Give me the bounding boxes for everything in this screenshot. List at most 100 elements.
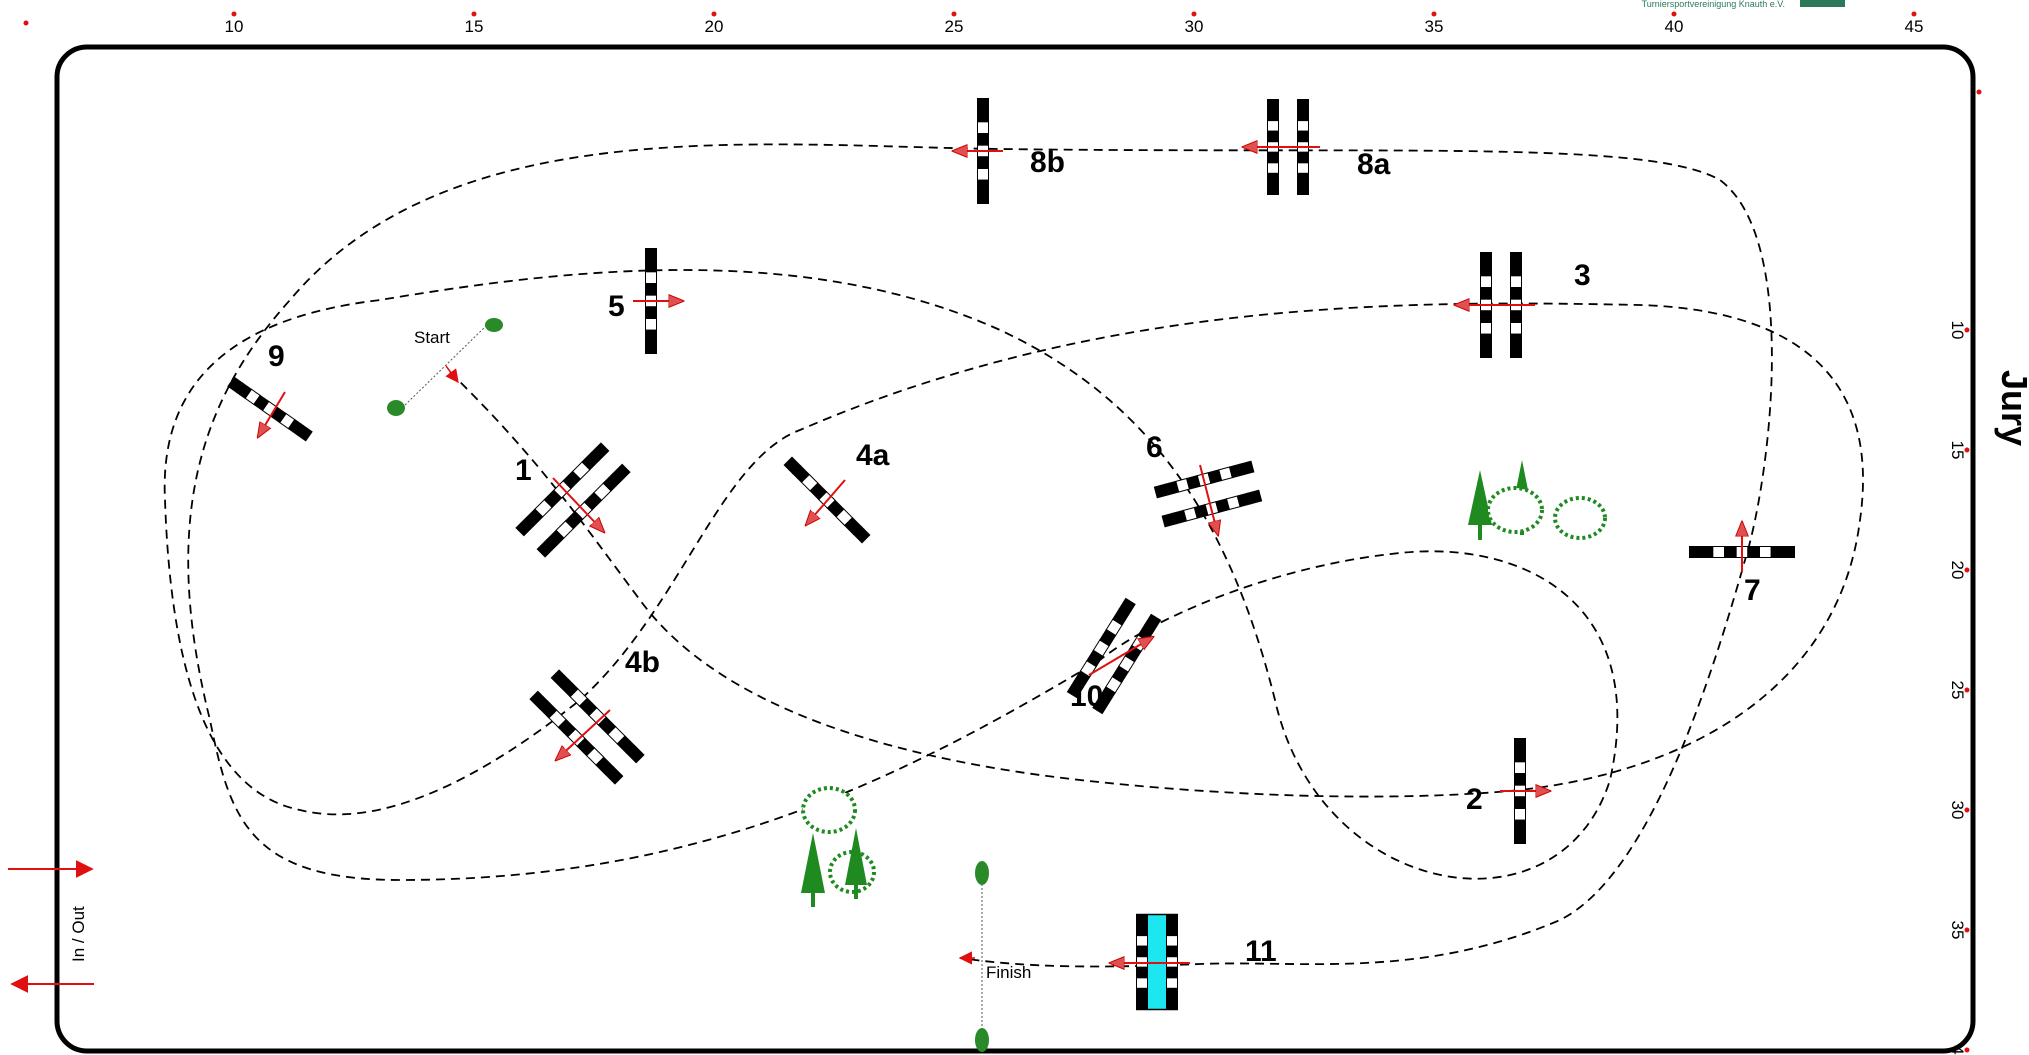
direction-arrow [1088,637,1153,676]
finish-shrub-icon [975,861,989,885]
ruler-tick [1964,327,1970,333]
start-direction-arrow [445,365,459,384]
obstacle-6: 6 [1146,431,1263,535]
tree-icon [801,833,825,907]
ruler-tick [471,11,477,17]
obstacle-number: 11 [1245,935,1277,968]
obstacle-number: 10 [1070,680,1103,713]
obstacle-rails [227,376,313,442]
entry-exit: In / Out [8,860,94,993]
ruler-label: 15 [465,17,484,36]
direction-arrow [258,391,286,437]
ruler-label: 10 [225,17,244,36]
ruler-tick [951,11,957,17]
obstacle-4b: 4b [529,646,660,785]
ruler-label: 25 [945,17,964,36]
arena-boundary [54,44,1976,1054]
obstacle-8a: 8a [1243,99,1391,195]
ruler-tick [1976,89,1982,95]
obstacle-rails [645,248,657,354]
ruler-tick [1964,447,1970,453]
obstacle-11: 11 [1110,913,1277,1011]
ruler-tick [1964,1047,1970,1053]
ruler-label: 30 [1948,801,1967,820]
jury-label: Jury [1994,370,2029,446]
finish-label: Finish [986,963,1031,982]
direction-arrow [556,709,611,760]
ruler-tick [1671,11,1677,17]
ruler-label: 10 [1948,321,1967,340]
obstacles: 1 2 3 4a 4b 5 6 7 8a 8b 9 10 11 [227,98,1795,1011]
start-line-marker [404,324,488,406]
sponsor-logo [1800,0,1845,7]
credit-text: Turniersportvereinigung Knauth e.V. [1642,0,1785,9]
finish-line: Finish [958,861,1031,1052]
direction-arrow [552,477,604,532]
obstacle-rails [529,669,645,785]
start-label: Start [414,328,450,347]
finish-shrub-icon-2 [975,1028,989,1052]
tree-group-bottom [801,786,876,907]
tree-icon [1468,470,1492,540]
obstacle-8b: 8b [953,98,1065,204]
obstacle-number: 7 [1744,574,1761,607]
ruler-label: 20 [705,17,724,36]
obstacle-number: 5 [608,290,625,323]
ruler-tick [1964,567,1970,573]
start-line: Start [387,318,503,416]
obstacle-number: 4b [625,646,660,679]
obstacle-rails [977,98,989,204]
obstacle-10: 10 [1066,597,1162,715]
bush-icon [1486,486,1544,534]
obstacle-number: 3 [1574,259,1591,292]
obstacle-4a: 4a [783,439,890,544]
ruler-tick [1964,927,1970,933]
obstacle-9: 9 [227,340,313,442]
ruler-origin-dot [23,20,29,26]
course-path [163,143,1864,968]
ruler-tick [711,11,717,17]
obstacle-rails [1066,597,1162,715]
bush-icon [1553,496,1607,540]
ruler-label: 20 [1948,561,1967,580]
obstacle-rails [1267,99,1309,195]
obstacle-rails [1480,252,1522,358]
top-ruler: 101520253035404550556065707580 [225,11,1924,36]
start-shrub-icon [485,318,503,332]
ruler-label: 25 [1948,681,1967,700]
obstacle-3: 3 [1455,252,1591,358]
obstacle-number: 4a [856,439,890,472]
obstacle-number: 2 [1466,783,1483,816]
tree-group-right [1468,460,1607,540]
obstacle-number: 1 [515,454,532,487]
ruler-tick [1911,11,1917,17]
obstacle-1: 1 [515,442,631,558]
direction-arrow [1199,464,1218,535]
ruler-label: 40 [1665,17,1684,36]
bush-icon [801,786,857,834]
ruler-label: 35 [1425,17,1444,36]
obstacle-2: 2 [1466,738,1550,844]
obstacle-7: 7 [1689,522,1795,607]
ruler-tick [1191,11,1197,17]
obstacle-rails [1153,460,1263,528]
obstacle-number: 6 [1146,431,1163,464]
start-shrub-icon-2 [387,400,405,416]
obstacle-rails [515,442,631,558]
ruler-tick [1964,687,1970,693]
obstacle-5: 5 [608,248,683,354]
entry-label: In / Out [69,906,88,962]
obstacle-number: 9 [268,340,285,373]
ruler-tick [231,11,237,17]
obstacle-number: 8a [1357,148,1391,181]
tree-icon [845,828,867,899]
ruler-label: 30 [1185,17,1204,36]
ruler-label: 35 [1948,921,1967,940]
ruler-tick [1964,807,1970,813]
direction-arrow [806,479,846,525]
ruler-tick [1431,11,1437,17]
ruler-label: 45 [1905,17,1924,36]
obstacle-rails [1514,738,1526,844]
